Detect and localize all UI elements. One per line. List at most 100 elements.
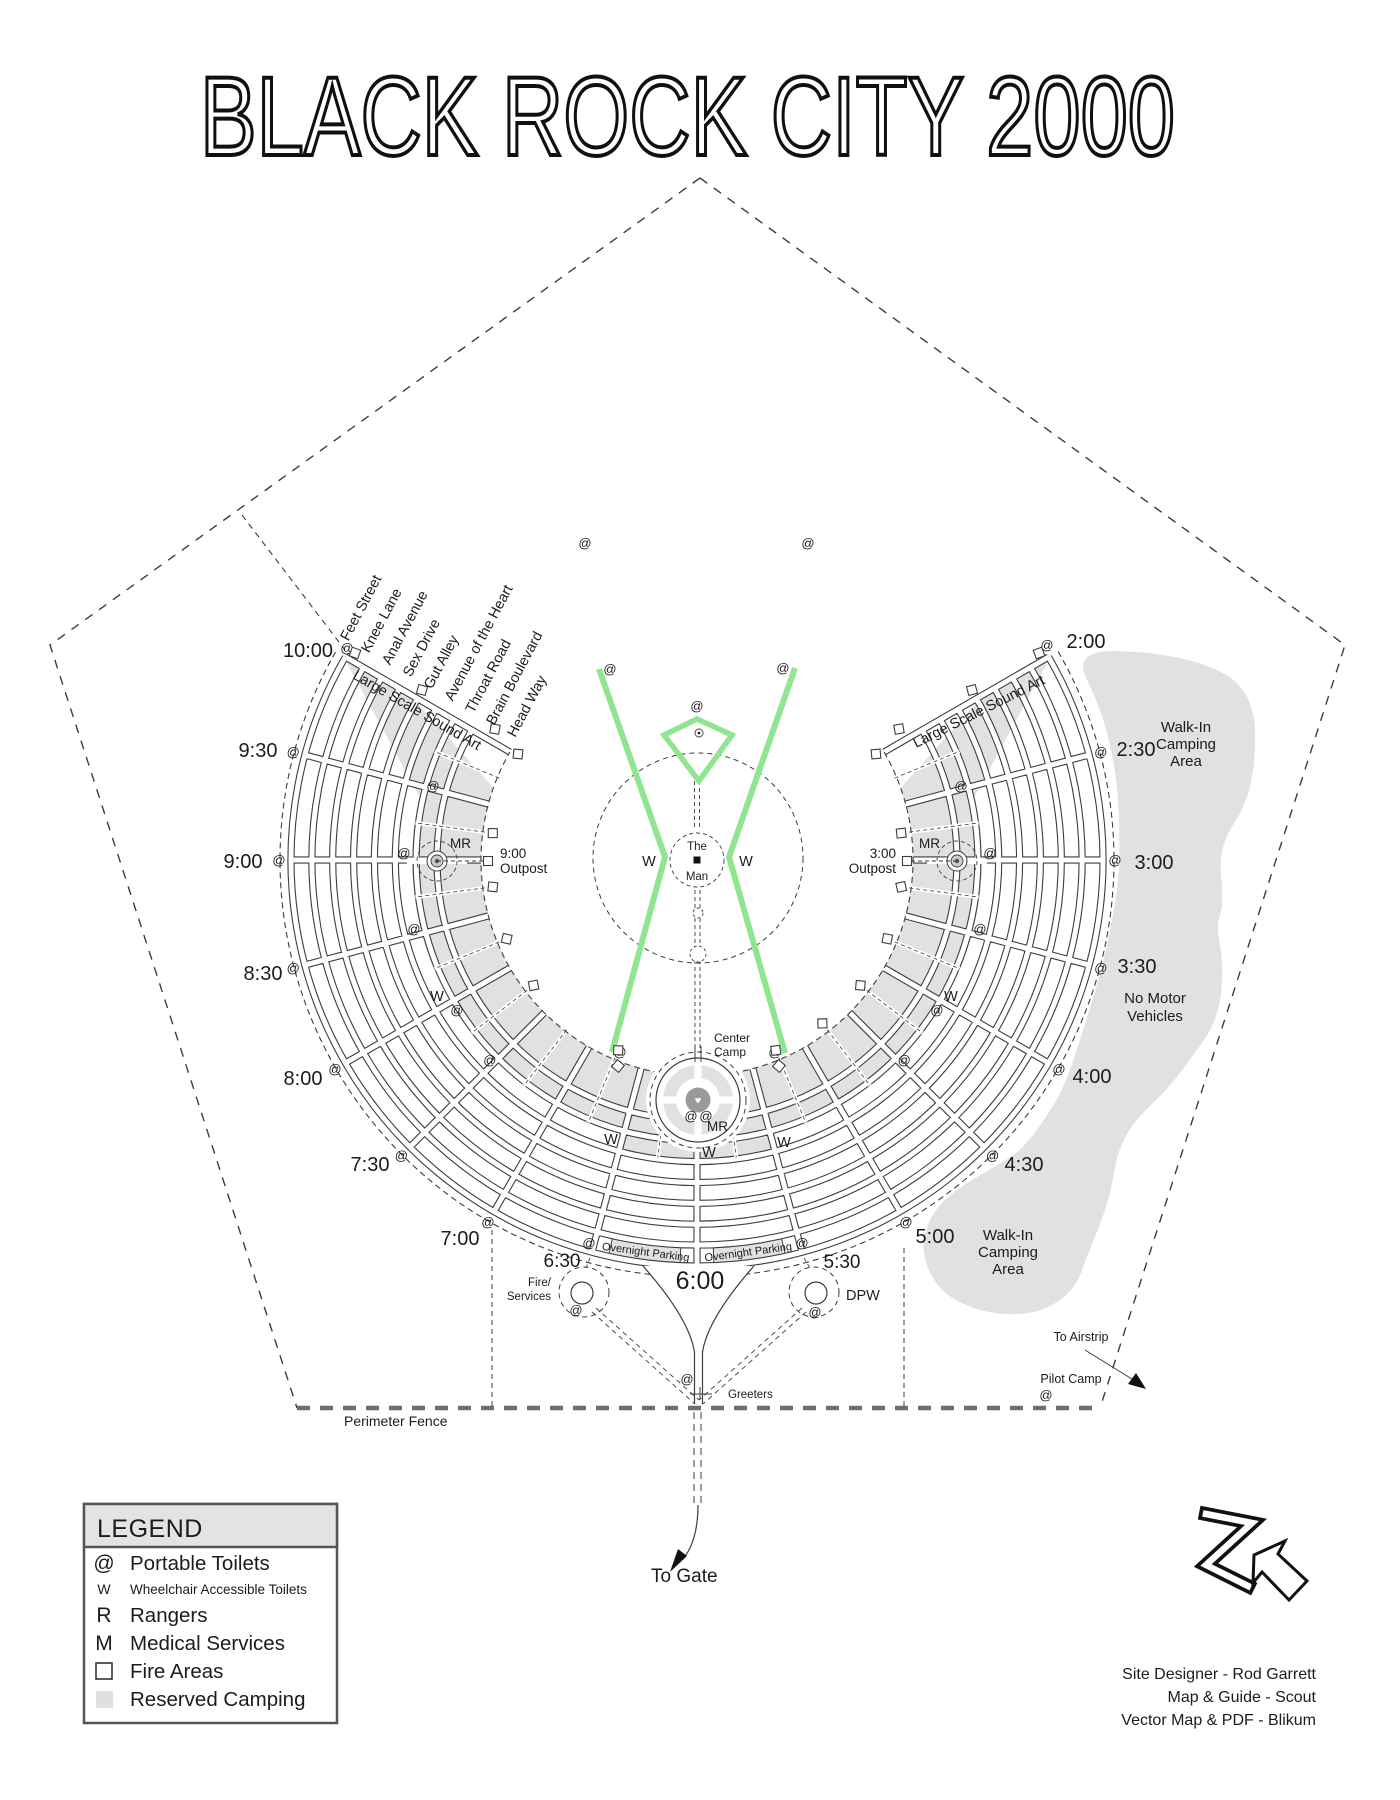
svg-text:@: @ — [397, 846, 410, 861]
svg-text:Map & Guide - Scout: Map & Guide - Scout — [1167, 1689, 1316, 1706]
svg-text:4:30: 4:30 — [1005, 1154, 1044, 1176]
svg-text:Site Designer - Rod Garrett: Site Designer - Rod Garrett — [1122, 1666, 1316, 1683]
svg-text:@: @ — [983, 846, 996, 861]
svg-text:@: @ — [899, 1215, 912, 1230]
svg-text:2:30: 2:30 — [1117, 739, 1156, 761]
svg-text:No Motor: No Motor — [1124, 990, 1186, 1007]
svg-text:@: @ — [699, 1109, 712, 1124]
svg-text:Area: Area — [1170, 753, 1202, 770]
svg-text:Area: Area — [992, 1261, 1024, 1278]
svg-text:Vector Map & PDF - Blikum: Vector Map & PDF - Blikum — [1121, 1712, 1316, 1729]
svg-text:@: @ — [395, 1148, 408, 1163]
svg-text:Portable Toilets: Portable Toilets — [130, 1552, 270, 1575]
svg-text:8:30: 8:30 — [244, 963, 283, 985]
svg-text:3:00: 3:00 — [1135, 852, 1174, 874]
svg-text:W: W — [777, 1135, 791, 1151]
svg-text:Fire Areas: Fire Areas — [130, 1660, 223, 1683]
svg-text:6:30: 6:30 — [544, 1251, 581, 1272]
svg-text:@: @ — [287, 961, 300, 976]
svg-text:Services: Services — [507, 1291, 551, 1303]
svg-text:7:00: 7:00 — [441, 1228, 480, 1250]
svg-text:@: @ — [808, 1305, 821, 1320]
svg-text:4:00: 4:00 — [1073, 1066, 1112, 1088]
svg-text:Outpost: Outpost — [849, 861, 897, 876]
svg-text:@: @ — [1094, 744, 1107, 759]
svg-text:@: @ — [569, 1303, 582, 1318]
svg-text:@: @ — [93, 1552, 114, 1575]
svg-text:To Gate: To Gate — [651, 1566, 718, 1587]
svg-text:@: @ — [407, 921, 420, 936]
svg-text:9:00: 9:00 — [500, 846, 526, 861]
svg-text:Reserved Camping: Reserved Camping — [130, 1688, 305, 1711]
svg-text:@: @ — [578, 536, 591, 551]
svg-text:W: W — [642, 854, 656, 870]
svg-text:Walk-In: Walk-In — [1161, 719, 1211, 736]
svg-text:Camping: Camping — [978, 1244, 1038, 1261]
svg-text:LEGEND: LEGEND — [97, 1515, 203, 1543]
svg-text:W: W — [604, 1132, 618, 1148]
svg-text:R: R — [96, 1604, 111, 1627]
svg-text:To Airstrip: To Airstrip — [1054, 1330, 1109, 1344]
svg-text:7:30: 7:30 — [351, 1154, 390, 1176]
svg-text:W: W — [430, 989, 444, 1005]
svg-text:Fire/: Fire/ — [528, 1277, 552, 1289]
svg-text:Wheelchair Accessible Toilets: Wheelchair Accessible Toilets — [130, 1582, 307, 1597]
svg-text:@: @ — [287, 744, 300, 759]
svg-text:@: @ — [328, 1062, 341, 1077]
svg-text:Camping: Camping — [1156, 736, 1216, 753]
svg-text:@: @ — [481, 1215, 494, 1230]
svg-text:@: @ — [426, 779, 439, 794]
svg-text:@: @ — [930, 1003, 943, 1018]
svg-text:@: @ — [1039, 1388, 1052, 1403]
svg-text:@: @ — [1040, 638, 1053, 653]
svg-text:Medical Services: Medical Services — [130, 1632, 285, 1655]
svg-text:2:00: 2:00 — [1067, 631, 1106, 653]
svg-text:@: @ — [898, 1053, 911, 1068]
svg-text:@: @ — [680, 1372, 693, 1387]
svg-text:Greeters: Greeters — [728, 1389, 773, 1401]
svg-text:Center: Center — [714, 1031, 750, 1045]
svg-text:MR: MR — [707, 1119, 728, 1134]
svg-text:W: W — [944, 989, 958, 1005]
svg-text:MR: MR — [450, 836, 471, 851]
svg-text:Pilot Camp: Pilot Camp — [1040, 1372, 1101, 1386]
svg-text:6:00: 6:00 — [676, 1267, 725, 1295]
svg-text:Perimeter Fence: Perimeter Fence — [344, 1413, 448, 1429]
svg-text:@: @ — [483, 1053, 496, 1068]
svg-text:@: @ — [954, 779, 967, 794]
svg-text:Man: Man — [686, 871, 708, 883]
svg-text:Outpost: Outpost — [500, 861, 548, 876]
svg-text:5:00: 5:00 — [916, 1226, 955, 1248]
svg-text:@: @ — [776, 661, 789, 676]
svg-text:Rangers: Rangers — [130, 1604, 208, 1627]
svg-text:10:00: 10:00 — [283, 640, 333, 662]
svg-text:5:30: 5:30 — [824, 1252, 861, 1273]
svg-text:9:30: 9:30 — [239, 740, 278, 762]
svg-text:3:00: 3:00 — [870, 846, 896, 861]
svg-text:@: @ — [582, 1236, 595, 1251]
svg-text:@: @ — [973, 921, 986, 936]
svg-text:@: @ — [795, 1236, 808, 1251]
svg-text:MR: MR — [919, 836, 940, 851]
svg-text:W: W — [702, 1145, 716, 1161]
svg-text:W: W — [97, 1581, 111, 1597]
svg-text:@: @ — [272, 853, 285, 868]
svg-text:DPW: DPW — [846, 1288, 880, 1304]
svg-text:W: W — [739, 854, 753, 870]
svg-text:BLACK ROCK CITY 2000: BLACK ROCK CITY 2000 — [200, 54, 1175, 179]
svg-text:@: @ — [1052, 1062, 1065, 1077]
svg-text:Camp: Camp — [714, 1045, 746, 1059]
svg-text:@: @ — [1094, 961, 1107, 976]
svg-text:@: @ — [603, 662, 616, 677]
svg-text:@: @ — [690, 699, 703, 714]
svg-text:Walk-In: Walk-In — [983, 1227, 1033, 1244]
svg-text:@: @ — [801, 536, 814, 551]
svg-text:The: The — [687, 841, 707, 853]
svg-text:3:30: 3:30 — [1118, 956, 1157, 978]
svg-text:Vehicles: Vehicles — [1127, 1008, 1183, 1025]
svg-text:@: @ — [1108, 853, 1121, 868]
svg-text:@: @ — [986, 1148, 999, 1163]
svg-text:8:00: 8:00 — [284, 1068, 323, 1090]
svg-text:@: @ — [684, 1109, 697, 1124]
svg-text:M: M — [95, 1632, 113, 1655]
